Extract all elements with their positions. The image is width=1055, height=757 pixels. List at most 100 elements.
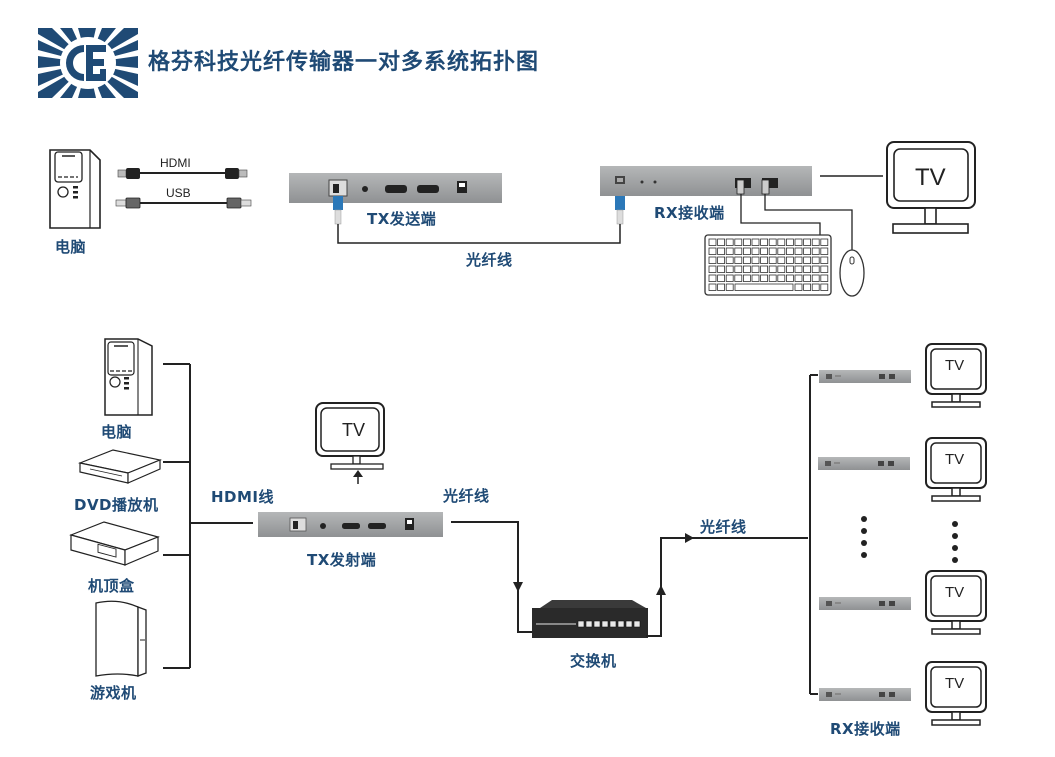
keyboard-key [717,238,725,246]
keyboard-key [794,274,803,282]
keyboard-key [725,283,734,291]
keyboard-key [786,274,794,282]
keyboard-key [734,274,743,282]
more-receivers-ellipsis [861,516,958,563]
tv-icon [886,141,976,234]
tv-label: TV [945,584,965,601]
switch-port [633,620,641,628]
keyboard-key [743,256,751,264]
keyboard-key [760,238,768,246]
tv-icon [925,570,987,635]
fiber-label-1: 光纤线 [443,487,490,505]
usb-cable-label: USB [166,186,191,200]
fiber-cable-line [646,537,808,637]
keyboard-key [768,238,777,246]
keyboard-key [708,283,717,291]
rx-receiver-device [818,457,910,470]
computer-label: 电脑 [55,238,87,256]
keyboard-key [811,247,820,255]
keyboard-key [768,274,777,282]
keyboard-key [777,256,786,264]
keyboard-key [734,238,743,246]
keyboard-key [777,265,786,273]
keyboard-key [777,274,786,282]
keyboard-key [734,256,743,264]
keyboard-key [786,247,794,255]
keyboard-key [794,283,803,291]
fiber-connector-icon [333,196,343,225]
usb-cable-icon [115,197,252,209]
keyboard-key [743,247,751,255]
keyboard-key [811,238,820,246]
tv-label: TV [915,164,946,191]
rx-bus-lines [809,374,818,695]
keyboard-key [820,256,829,264]
keyboard-key [751,238,760,246]
keyboard-key [751,265,760,273]
keyboard-key [734,265,743,273]
keyboard-key [777,247,786,255]
arrow-up-icon [656,585,666,595]
rx-receiver-device [600,166,812,196]
dvd-player-icon [77,449,163,484]
keyboard-key [820,274,829,282]
gf-logo-icon [38,28,138,98]
keyboard-key [794,265,803,273]
tv-icon [925,343,987,408]
keyboard-key [786,256,794,264]
keyboard-key [820,238,829,246]
keyboard-key [794,247,803,255]
switch-port [625,620,633,628]
keyboard-key [751,256,760,264]
keyboard-key [743,274,751,282]
keyboard-key [803,256,811,264]
keyboard-key [811,256,820,264]
keyboard-spacebar [734,283,794,291]
keyboard-key [777,238,786,246]
keyboard-key [760,247,768,255]
rx-label: RX接收端 [654,204,725,222]
keyboard-key [768,256,777,264]
source-label-computer: 电脑 [101,423,133,441]
keyboard-key [725,274,734,282]
game-console-icon [95,600,147,677]
fiber-cable-line [451,521,535,633]
tx-label: TX发射端 [307,551,377,569]
keyboard-key [803,274,811,282]
network-switch-icon [532,600,648,638]
tv-icon [925,661,987,726]
local-tv-label: TV [342,420,366,440]
mouse-icon [839,249,865,297]
keyboard-key [725,265,734,273]
hdmi-cable-icon [117,168,248,179]
keyboard-key [803,265,811,273]
source-label-dvd: DVD播放机 [74,496,159,514]
keyboard-cable [740,194,821,235]
keyboard-key [811,274,820,282]
keyboard-key [820,247,829,255]
tv-label: TV [945,357,965,374]
computer-tower-icon [104,338,153,416]
keyboard-key [760,274,768,282]
keyboard-key [734,247,743,255]
keyboard-key [768,247,777,255]
keyboard-key [708,256,717,264]
tv-label: TV [945,675,965,692]
fiber-label-2: 光纤线 [700,518,747,536]
tx-label: TX发送端 [367,210,437,228]
keyboard-key [768,265,777,273]
fiber-label: 光纤线 [466,251,513,269]
hdmi-cable-label: HDMI线 [211,488,275,506]
keyboard-key [803,283,811,291]
rx-label: RX接收端 [830,720,901,738]
switch-port [609,620,617,628]
keyboard-key [708,247,717,255]
switch-port [593,620,601,628]
arrow-down-icon [513,582,523,592]
keyboard-key [751,247,760,255]
keyboard-key [811,265,820,273]
arrow-right-icon [685,533,694,543]
fiber-connector-icon [615,196,625,225]
keyboard-key [794,256,803,264]
rx-receiver-device [819,688,911,701]
